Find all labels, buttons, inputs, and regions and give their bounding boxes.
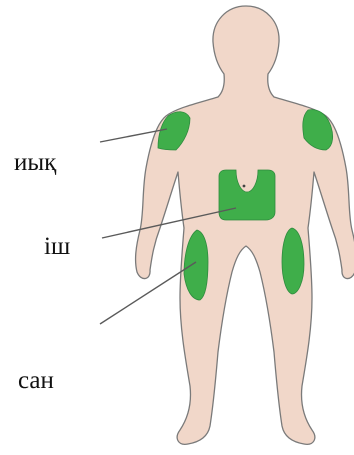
human-body-silhouette: [136, 6, 354, 444]
abdomen-label: іш: [44, 233, 70, 260]
thigh-label: сан: [18, 367, 54, 394]
right-thigh-zone: [282, 228, 304, 294]
navel-mark: [243, 185, 246, 188]
shoulder-label: иық: [14, 149, 57, 176]
